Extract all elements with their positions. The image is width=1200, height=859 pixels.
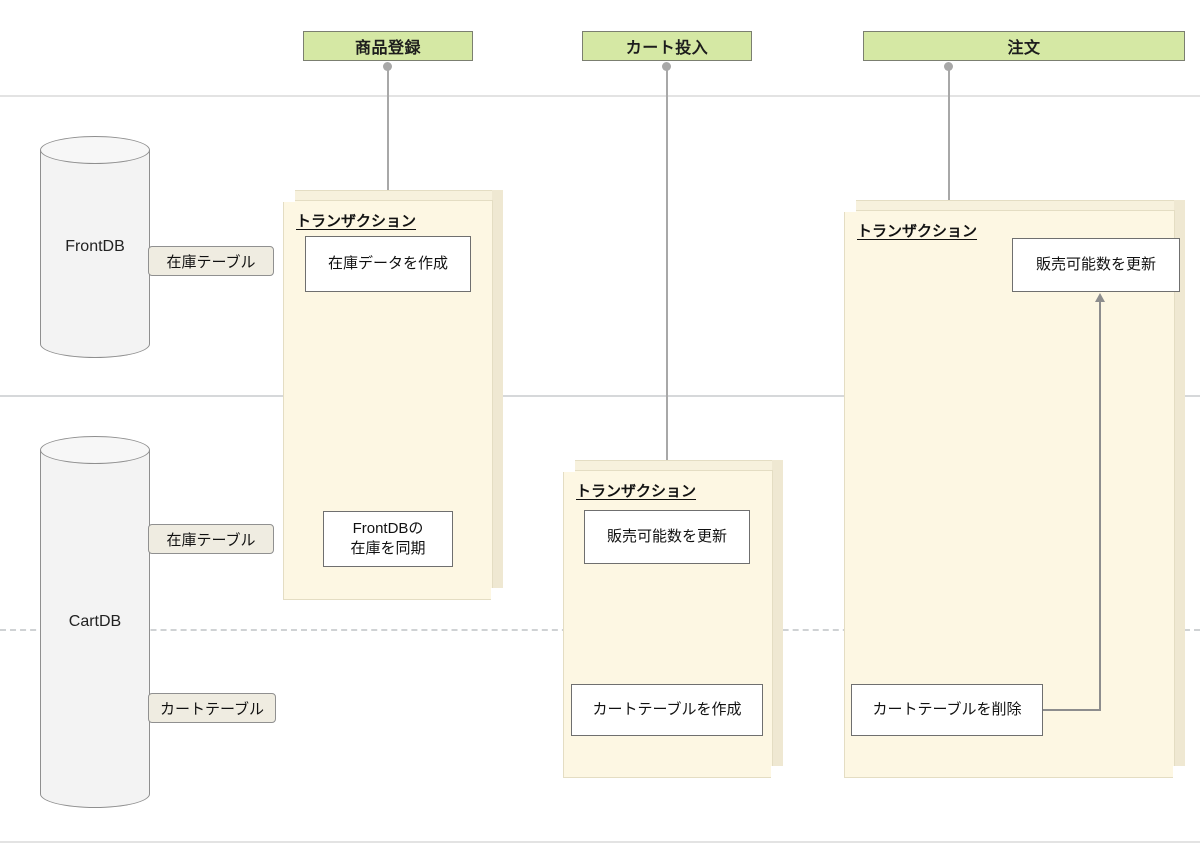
transaction-corner-topleft xyxy=(563,460,575,472)
cylinder-body xyxy=(40,150,150,344)
cylinder-top xyxy=(40,436,150,464)
step-delete-cart-table[interactable]: カートテーブルを削除 xyxy=(851,684,1043,736)
database-label: FrontDB xyxy=(65,238,125,255)
database-cylinder-cartdb: CartDB xyxy=(40,436,150,808)
cylinder-bottom xyxy=(40,330,150,358)
step-label: カートテーブルを削除 xyxy=(872,700,1022,718)
table-tag-label: 在庫テーブル xyxy=(166,253,256,271)
transaction-corner-bottomright xyxy=(1173,766,1185,778)
elbow-connector-arrowhead xyxy=(1095,293,1105,302)
transaction-bevel-top xyxy=(844,200,1185,212)
database-cylinder-frontdb: FrontDB xyxy=(40,136,150,358)
phase-header-label: 注文 xyxy=(1007,40,1041,57)
phase-header-label: 商品登録 xyxy=(354,40,421,57)
transaction-bevel-top xyxy=(563,460,783,472)
flow-line-add-to-cart xyxy=(666,66,668,676)
elbow-connector-vertical xyxy=(1099,302,1101,711)
step-label-line1: FrontDBの xyxy=(352,519,424,537)
transaction-corner-topleft xyxy=(283,190,295,202)
step-sync-frontdb-inventory[interactable]: FrontDBの 在庫を同期 xyxy=(323,511,453,567)
transaction-corner-bottomright xyxy=(771,766,783,778)
lane-divider-middle xyxy=(0,395,1200,397)
table-tag-cartdb-inventory[interactable]: 在庫テーブル xyxy=(148,524,274,554)
elbow-connector-horizontal xyxy=(1043,709,1101,711)
transaction-label: トランザクション xyxy=(296,213,417,230)
lane-divider-top xyxy=(0,95,1200,97)
transaction-bevel-side xyxy=(772,460,783,778)
cylinder-top xyxy=(40,136,150,164)
database-label: CartDB xyxy=(68,613,122,630)
step-label: カートテーブルを作成 xyxy=(592,700,742,718)
step-label: 販売可能数を更新 xyxy=(1035,255,1156,273)
step-create-inventory-data[interactable]: 在庫データを作成 xyxy=(305,236,471,292)
transaction-bevel-side xyxy=(1174,200,1185,778)
step-label-line2: 在庫を同期 xyxy=(350,540,426,557)
phase-header-add-to-cart[interactable]: カート投入 xyxy=(582,31,752,61)
step-label: 在庫データを作成 xyxy=(327,254,448,272)
transaction-corner-topleft xyxy=(844,200,856,212)
transaction-corner-bottomright xyxy=(491,588,503,600)
transaction-label: トランザクション xyxy=(576,483,697,500)
transaction-box-order: トランザクション xyxy=(844,200,1185,778)
step-update-available-quantity-cart[interactable]: 販売可能数を更新 xyxy=(584,510,750,564)
lane-divider-bottom xyxy=(0,841,1200,843)
table-tag-label: カートテーブル xyxy=(159,700,265,718)
cylinder-bottom xyxy=(40,780,150,808)
transaction-bevel-top xyxy=(283,190,503,202)
transaction-bevel-side xyxy=(492,190,503,600)
step-create-cart-table[interactable]: カートテーブルを作成 xyxy=(571,684,763,736)
phase-header-product-registration[interactable]: 商品登録 xyxy=(303,31,473,61)
transaction-label: トランザクション xyxy=(857,223,978,240)
phase-header-order[interactable]: 注文 xyxy=(863,31,1185,61)
cylinder-body xyxy=(40,450,150,794)
table-tag-cartdb-cart[interactable]: カートテーブル xyxy=(148,693,276,723)
table-tag-label: 在庫テーブル xyxy=(166,531,256,549)
table-tag-frontdb-inventory[interactable]: 在庫テーブル xyxy=(148,246,274,276)
transaction-body xyxy=(844,210,1175,778)
step-label: 販売可能数を更新 xyxy=(606,527,727,545)
step-update-available-quantity-order[interactable]: 販売可能数を更新 xyxy=(1012,238,1180,292)
phase-header-label: カート投入 xyxy=(625,40,709,57)
